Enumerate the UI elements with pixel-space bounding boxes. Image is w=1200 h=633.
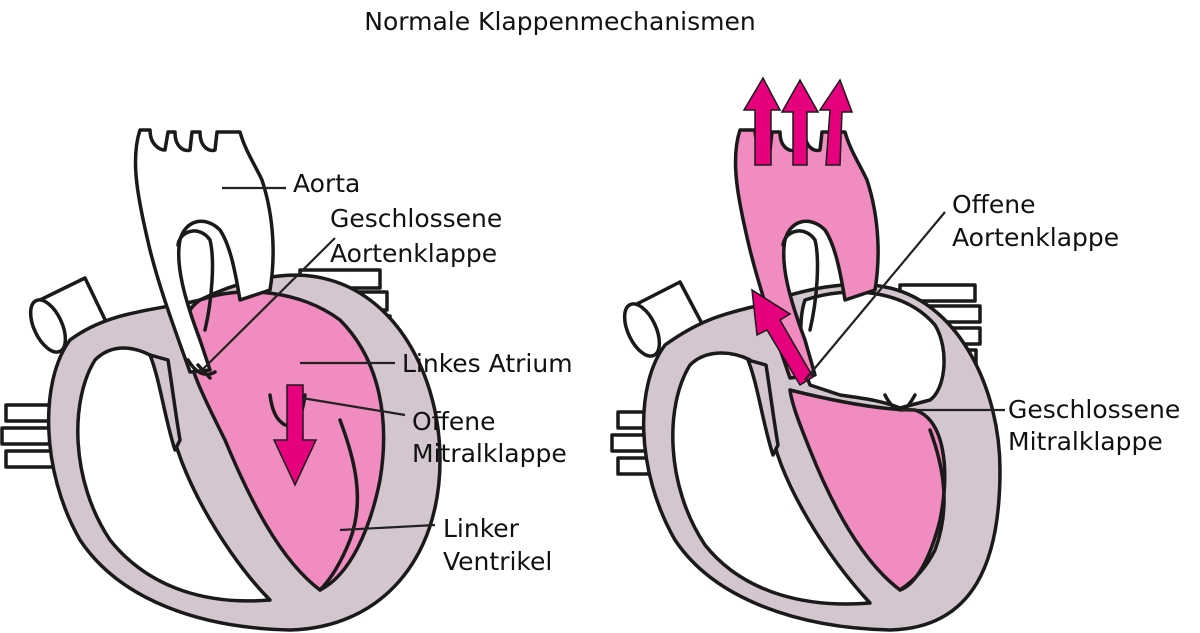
label-closed-aortic-valve-2: Aortenklappe bbox=[330, 239, 497, 268]
label-aorta: Aorta bbox=[293, 169, 360, 198]
label-closed-aortic-valve-1: Geschlossene bbox=[330, 204, 502, 233]
label-closed-mitral-valve-2: Mitralklappe bbox=[1008, 427, 1163, 456]
label-open-aortic-valve-1: Offene bbox=[952, 190, 1036, 219]
label-open-aortic-valve-2: Aortenklappe bbox=[952, 223, 1119, 252]
right-flow-arrow-into-aorta bbox=[751, 288, 815, 387]
right-flow-arrow-up-2 bbox=[780, 78, 820, 166]
left-septum bbox=[148, 353, 182, 452]
right-heart-illustration bbox=[610, 76, 1002, 632]
left-leader-lines bbox=[199, 186, 436, 532]
left-flow-arrow bbox=[272, 384, 318, 487]
label-closed-mitral-valve-1: Geschlossene bbox=[1008, 395, 1180, 424]
left-labels: Aorta Geschlossene Aortenklappe Linkes A… bbox=[293, 169, 573, 576]
label-left-atrium: Linkes Atrium bbox=[402, 349, 573, 378]
label-open-mitral-valve-1: Offene bbox=[412, 407, 496, 436]
right-flow-arrow-up-1 bbox=[742, 76, 782, 166]
label-open-mitral-valve-2: Mitralklappe bbox=[412, 439, 567, 468]
right-leader-lines bbox=[804, 211, 1005, 412]
diagram-title: Normale Klappenmechanismen bbox=[364, 7, 755, 36]
right-labels: Offene Aortenklappe Geschlossene Mitralk… bbox=[952, 190, 1180, 456]
left-aorta bbox=[133, 128, 275, 374]
label-left-ventricle-1: Linker bbox=[443, 514, 520, 543]
right-flow-arrow-up-3 bbox=[818, 78, 854, 166]
label-left-ventricle-2: Ventrikel bbox=[443, 547, 552, 576]
